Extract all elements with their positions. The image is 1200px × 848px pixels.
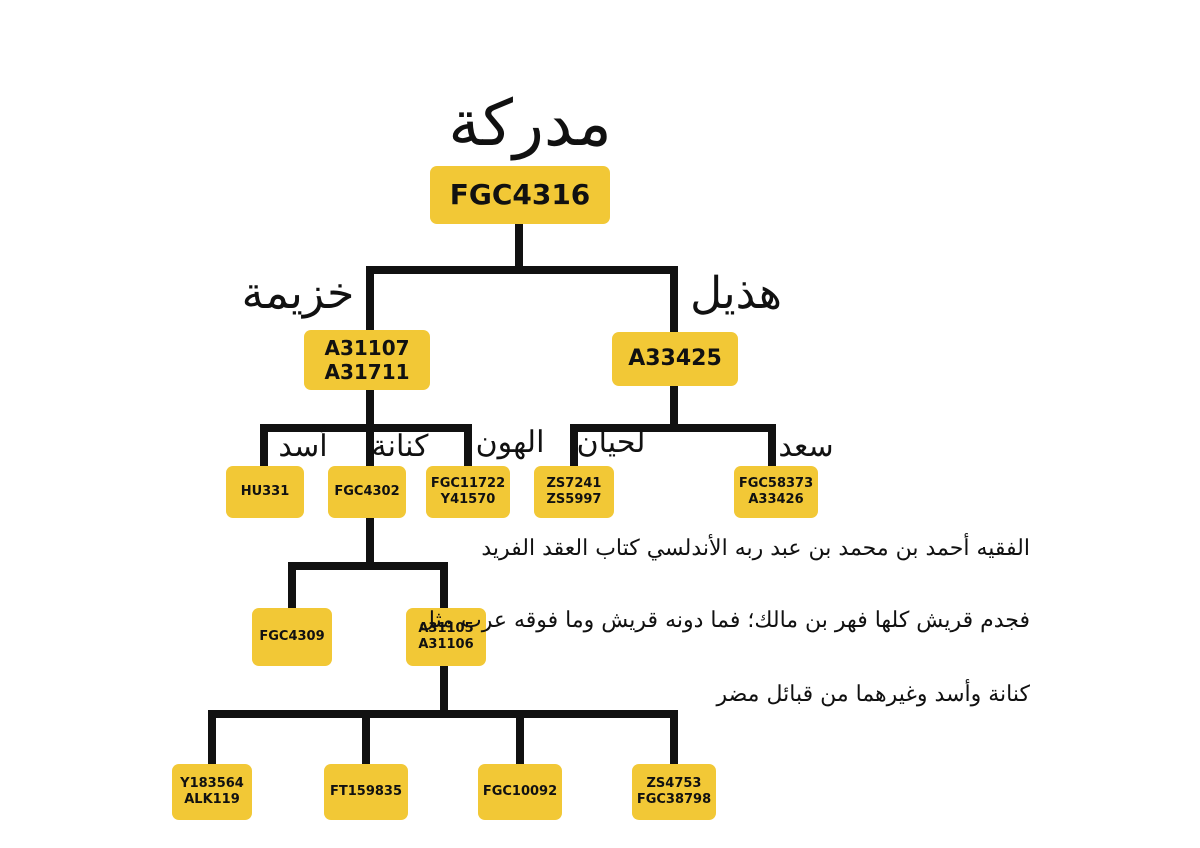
node-label: FGC10092 xyxy=(482,784,558,800)
connector-hudhayl-drop xyxy=(670,266,678,332)
quote-line-2: فجدم قريش كلها فهر بن مالك؛ فما دونه قري… xyxy=(418,608,1030,633)
connector-lihyan-drop xyxy=(570,424,578,466)
connector-kinana-drop xyxy=(366,424,374,466)
node-label: A31711 xyxy=(324,360,410,384)
node-label: FGC38798 xyxy=(636,792,712,807)
connector-khuzayma-trunk xyxy=(366,388,374,428)
quote-line-3: كنانة وأسد وغيرهما من قبائل مضر xyxy=(716,682,1030,707)
node-label: ZS5997 xyxy=(546,492,602,507)
connector-leaf2-drop xyxy=(362,710,370,766)
node-asad: HU331 xyxy=(226,466,304,518)
connector-leaf4-drop xyxy=(670,710,678,766)
connector-hudhayl-trunk xyxy=(670,386,678,430)
connector-leaves-trunk xyxy=(440,666,448,718)
label-khuzayma: خزيمة xyxy=(241,268,355,319)
label-kinana: كنانة xyxy=(371,429,429,464)
connector-saad-drop xyxy=(768,424,776,466)
label-hudhayl: هذيل xyxy=(690,268,782,319)
node-label: FGC4302 xyxy=(334,484,400,500)
connector-leaf1-drop xyxy=(208,710,216,766)
quote-line-1: الفقيه أحمد بن محمد بن عبد ربه الأندلسي … xyxy=(481,536,1030,561)
node-label: A33425 xyxy=(628,345,722,371)
node-label: A31106 xyxy=(418,637,474,652)
node-hudhayl: A33425 xyxy=(612,332,738,386)
connector-alhun-drop xyxy=(464,424,472,466)
node-kinana: FGC4302 xyxy=(328,466,406,518)
node-khuzayma: A31107 A31711 xyxy=(304,330,430,390)
connector-kinana-left-drop xyxy=(288,562,296,608)
connector-asad-drop xyxy=(260,424,268,466)
node-label: A33426 xyxy=(748,492,804,507)
label-saad: سعد xyxy=(778,429,834,464)
node-alhun: FGC11722 Y41570 xyxy=(426,466,510,518)
node-leaf-1: Y183564 ALK119 xyxy=(172,764,252,820)
connector-kinana-trunk xyxy=(366,518,374,566)
label-root-mudrika: مدركة xyxy=(448,87,612,161)
node-label: FGC58373 xyxy=(738,476,814,492)
node-label: FGC4316 xyxy=(449,178,591,212)
node-saad: FGC58373 A33426 xyxy=(734,466,818,518)
connector-leaves-bar xyxy=(208,710,678,718)
node-label: FGC11722 xyxy=(430,476,506,492)
label-asad: أسد xyxy=(278,429,328,464)
connector-root-bar xyxy=(366,266,678,274)
connector-kinana-bar xyxy=(288,562,448,570)
node-label: FGC4309 xyxy=(259,629,325,645)
connector-hudhayl-bar xyxy=(570,424,776,432)
connector-kinana-right-drop xyxy=(440,562,448,608)
node-leaf-2: FT159835 xyxy=(324,764,408,820)
connector-leaf3-drop xyxy=(516,710,524,766)
label-lihyan: لحيان xyxy=(576,425,646,460)
connector-khuzayma-drop xyxy=(366,266,374,330)
node-label: ZS7241 xyxy=(546,476,602,492)
node-lihyan: ZS7241 ZS5997 xyxy=(534,466,614,518)
node-label: FT159835 xyxy=(329,784,403,800)
node-label: Y41570 xyxy=(440,492,496,507)
node-label: ZS4753 xyxy=(646,776,702,792)
node-label: A31105 xyxy=(418,621,474,637)
node-leaf-4: ZS4753 FGC38798 xyxy=(632,764,716,820)
node-label: ALK119 xyxy=(184,792,240,807)
node-label: A31107 xyxy=(324,336,410,360)
node-kinana-right: A31105 A31106 xyxy=(406,608,486,666)
node-root-mudrika: FGC4316 xyxy=(430,166,610,224)
node-label: HU331 xyxy=(240,484,290,500)
node-label: Y183564 xyxy=(180,776,244,792)
node-kinana-left: FGC4309 xyxy=(252,608,332,666)
label-alhun: الهون xyxy=(475,425,545,460)
connector-root-trunk xyxy=(515,222,523,270)
node-leaf-3: FGC10092 xyxy=(478,764,562,820)
